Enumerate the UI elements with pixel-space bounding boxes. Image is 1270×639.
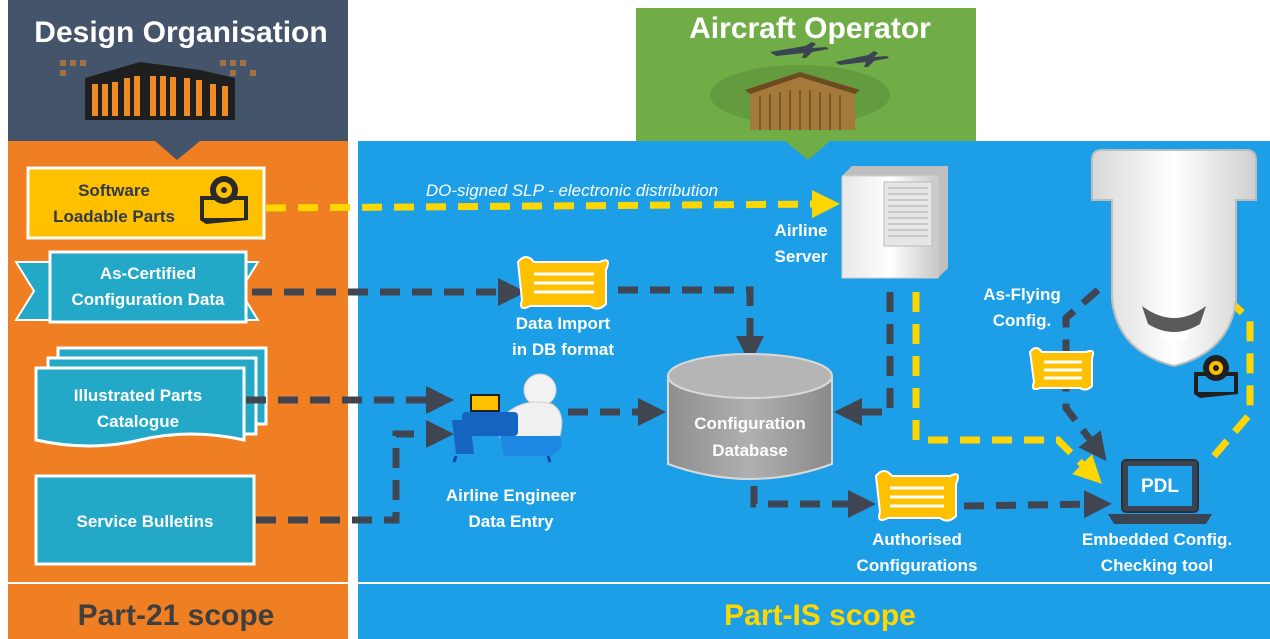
slp-label-line1: Software xyxy=(78,181,150,200)
engineer-label-line1: Airline Engineer xyxy=(446,486,577,505)
config-db-label-line1: Configuration xyxy=(694,414,805,433)
disk-icon xyxy=(200,176,248,224)
auth-to-pdl-arrow xyxy=(963,490,1112,519)
data-import-label-line2: in DB format xyxy=(512,340,614,359)
as-certified-config-banner: As-Certified Configuration Data xyxy=(14,250,260,324)
checking-tool-label-line2: Checking tool xyxy=(1101,556,1213,575)
airline-server-label-line2: Server xyxy=(775,247,828,266)
airline-server-label-line1: Airline xyxy=(775,221,828,240)
ipc-label-line2: Catalogue xyxy=(97,412,179,431)
design-organisation-title: Design Organisation xyxy=(34,16,327,49)
loadable-disk-icon xyxy=(1194,355,1238,398)
checking-tool-label-line1: Embedded Config. xyxy=(1082,530,1232,549)
design-organisation-header: Design Organisation xyxy=(8,0,348,160)
service-bulletins-box: Service Bulletins xyxy=(34,474,256,566)
pdl-label: PDL xyxy=(1141,476,1179,497)
aircraft-operator-header: Aircraft Operator xyxy=(636,8,976,160)
software-loadable-parts-box: Software Loadable Parts xyxy=(26,166,266,240)
aircraft-operator-title: Aircraft Operator xyxy=(689,12,931,45)
configuration-database-icon xyxy=(667,353,833,480)
auth-config-label-line2: Configurations xyxy=(857,556,978,575)
db-to-auth-arrow xyxy=(750,486,876,518)
factory-icon xyxy=(60,60,256,120)
part21-scope-label: Part-21 scope xyxy=(78,599,275,632)
data-import-document-icon xyxy=(516,256,609,310)
pdl-laptop-icon xyxy=(1108,459,1212,524)
aircraft-nose-icon xyxy=(1091,149,1257,368)
import-to-db-arrow xyxy=(618,286,764,364)
data-import-label-line1: Data Import xyxy=(516,314,611,333)
as-flying-label-line2: Config. xyxy=(993,311,1052,330)
sb-to-engineer-arrow xyxy=(256,420,454,524)
auth-config-label-line1: Authorised xyxy=(872,530,962,549)
authorised-config-document-icon xyxy=(874,470,959,522)
ipc-label-line1: Illustrated Parts xyxy=(74,386,203,405)
slp-distribution-arrow xyxy=(265,190,840,219)
engineer-label-line2: Data Entry xyxy=(468,512,554,531)
server-to-pdl-arrow xyxy=(912,292,1102,484)
distribution-label: DO-signed SLP - electronic distribution xyxy=(426,181,718,200)
partis-scope-label: Part-IS scope xyxy=(724,599,916,632)
as-flying-label-line1: As-Flying xyxy=(983,285,1060,304)
as-certified-label-line1: As-Certified xyxy=(100,264,196,283)
illustrated-parts-catalogue-stack: Illustrated Parts Catalogue xyxy=(34,346,268,448)
hangar-icon xyxy=(710,65,890,130)
service-bulletins-label: Service Bulletins xyxy=(76,512,213,531)
slp-label-line2: Loadable Parts xyxy=(53,207,175,226)
as-flying-document-icon xyxy=(1028,347,1095,391)
as-certified-label-line2: Configuration Data xyxy=(72,290,226,309)
airline-server-icon xyxy=(841,166,948,279)
engineer-figure-icon xyxy=(452,373,563,463)
server-to-db-arrow xyxy=(834,292,894,426)
airplane-icon xyxy=(770,42,889,67)
config-db-label-line2: Database xyxy=(712,441,788,460)
